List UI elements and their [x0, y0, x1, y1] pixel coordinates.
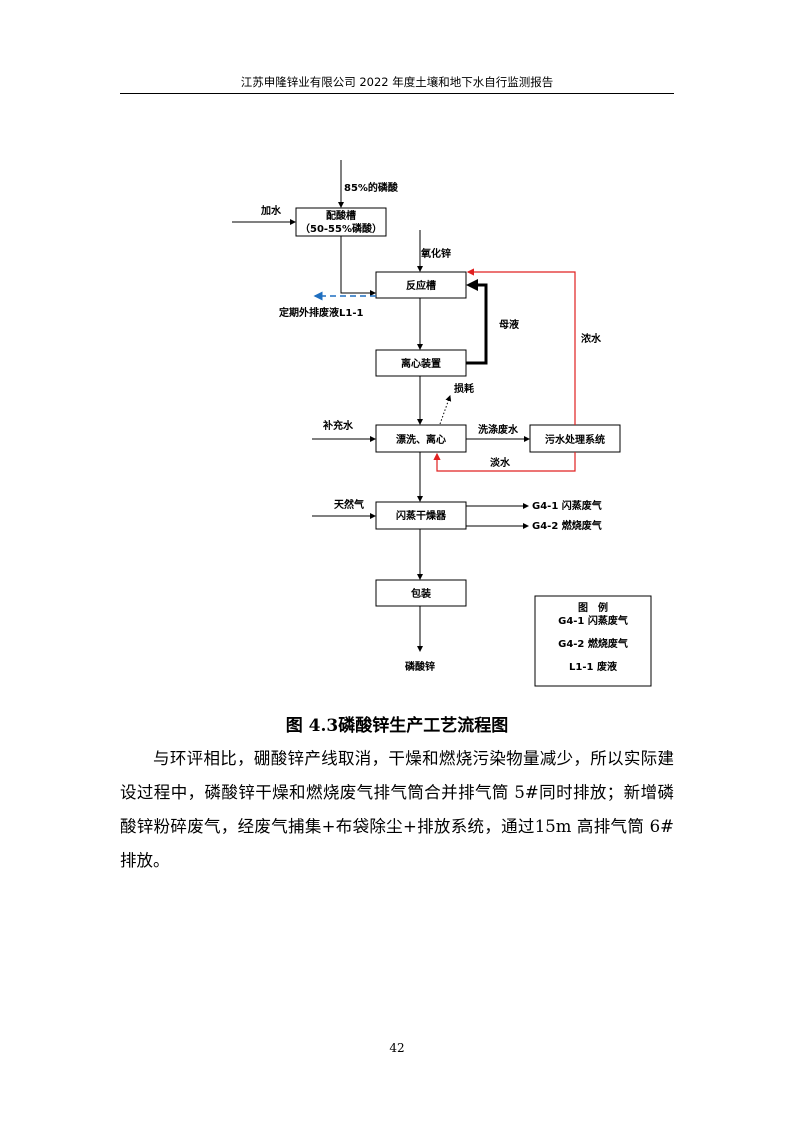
label-makeup-water: 补充水 — [322, 419, 354, 432]
rinse-label: 漂洗、离心 — [395, 433, 446, 446]
running-header: 江苏申隆锌业有限公司 2022 年度土壤和地下水自行监测报告 — [240, 75, 554, 89]
centrifuge-label: 离心装置 — [401, 357, 441, 370]
label-mother-liquor: 母液 — [499, 318, 519, 331]
label-rinse-wastewater: 洗涤废水 — [478, 423, 519, 436]
legend-box — [534, 595, 652, 687]
label-natural-gas: 天然气 — [334, 498, 364, 511]
arrow-acid-to-reactor — [340, 236, 376, 296]
label-phosphoric: 85%的磷酸 — [344, 181, 399, 194]
wastewater-system-label: 污水处理系统 — [545, 433, 605, 446]
header-rule — [120, 93, 674, 94]
dryer-box — [375, 501, 467, 530]
loss-arrow — [439, 395, 452, 425]
page-number: 42 — [389, 1041, 405, 1055]
acid-tank-sublabel: （50-55%磷酸） — [300, 222, 382, 235]
figure-caption: 图 4.3磷酸锌生产工艺流程图 — [285, 716, 509, 736]
label-g41: G4-1 闪蒸废气 — [532, 499, 602, 512]
fresh-water-return — [433, 452, 576, 472]
dryer-label: 闪蒸干燥器 — [396, 509, 447, 522]
legend-item: G4-1 闪蒸废气 — [558, 614, 628, 627]
label-waste-liquid: 定期外排废液L1-1 — [279, 306, 363, 319]
mother-liquor-return — [466, 279, 488, 365]
concentrate-return — [466, 268, 576, 425]
label-fresh-water: 淡水 — [490, 456, 511, 469]
packaging-label: 包装 — [411, 587, 431, 600]
legend-title: 图 例 — [578, 601, 608, 614]
label-g42: G4-2 燃烧废气 — [532, 519, 602, 532]
label-product: 磷酸锌 — [405, 660, 435, 673]
legend-item: L1-1 废液 — [569, 660, 617, 673]
acid-tank-label: 配酸槽 — [326, 209, 356, 222]
label-loss: 损耗 — [454, 382, 474, 395]
legend-item: G4-2 燃烧废气 — [558, 637, 628, 650]
packaging-box — [375, 579, 467, 607]
body-paragraph: 与环评相比，硼酸锌产线取消，干燥和燃烧污染物量减少，所以实际建设过程中，磷酸锌干… — [120, 749, 674, 870]
label-add-water: 加水 — [260, 204, 282, 217]
reactor-label: 反应槽 — [406, 279, 436, 292]
label-concentrate: 浓水 — [581, 332, 602, 345]
label-zinc-oxide: 氧化锌 — [420, 247, 451, 260]
